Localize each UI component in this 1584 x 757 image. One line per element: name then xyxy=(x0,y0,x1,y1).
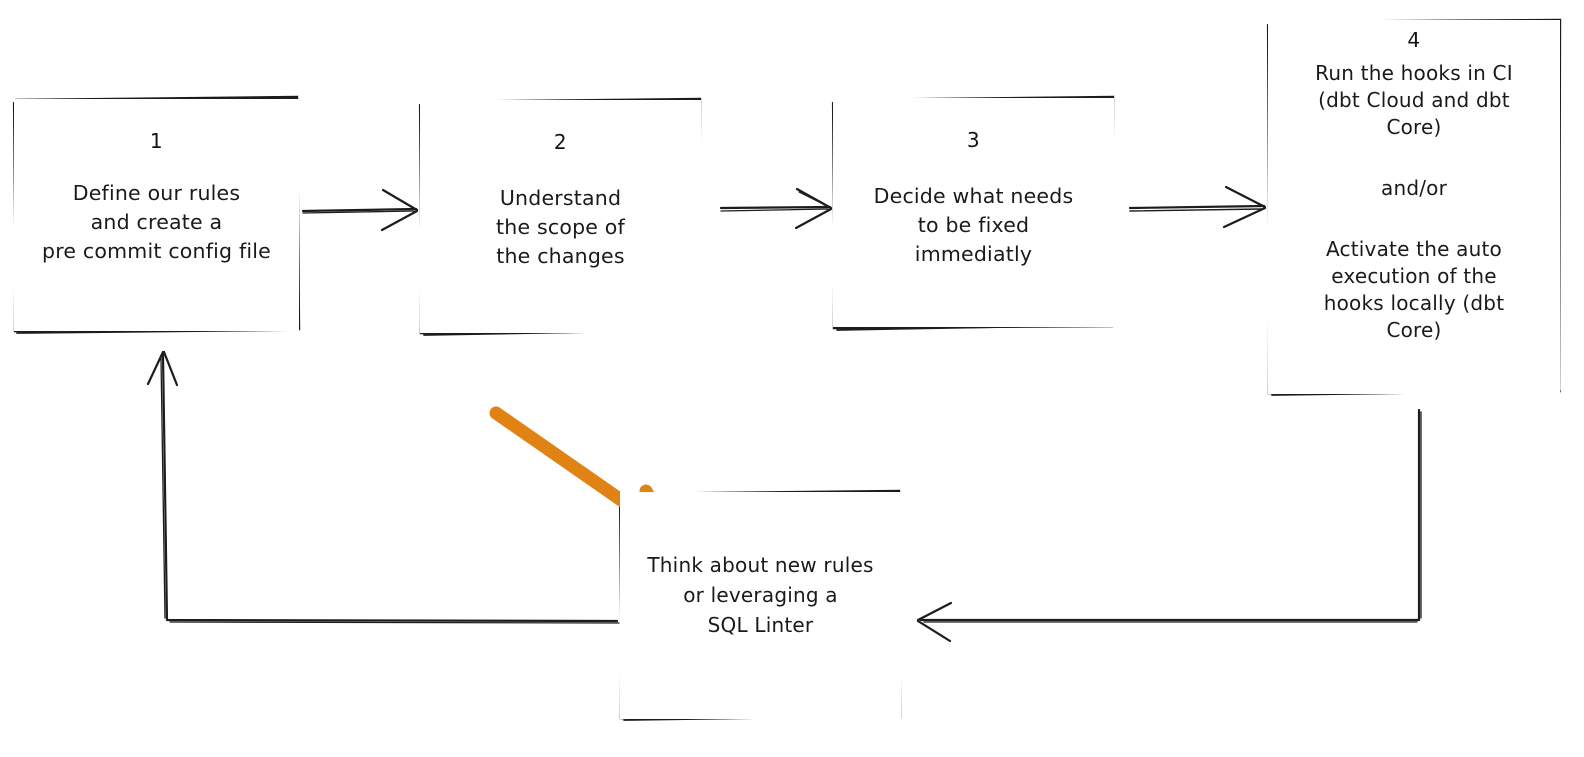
process-node-run-hooks[interactable]: 4 Run the hooks in CI (dbt Cloud and dbt… xyxy=(1268,20,1560,394)
node-3-text: Decide what needs to be fixed immediatly xyxy=(873,184,1074,266)
node-4-text-part-1: Run the hooks in CI (dbt Cloud and dbt C… xyxy=(1315,61,1513,139)
arrow-5-to-1 xyxy=(146,350,620,624)
arrow-4-to-5 xyxy=(916,408,1422,643)
process-node-new-rules-sql-linter[interactable]: Think about new rules or leveraging a SQ… xyxy=(620,492,901,719)
node-5-text: Think about new rules or leveraging a SQ… xyxy=(647,553,874,637)
node-2-text: Understand the scope of the changes xyxy=(496,186,625,268)
process-node-understand-scope[interactable]: 2 Understand the scope of the changes xyxy=(420,100,701,333)
arrow-3-to-4 xyxy=(1128,185,1267,229)
arrow-1-to-2 xyxy=(301,188,419,232)
process-node-decide-fixes[interactable]: 3 Decide what needs to be fixed immediat… xyxy=(833,98,1114,327)
node-1-text: Define our rules and create a pre commit… xyxy=(42,181,271,263)
node-1-number: 1 xyxy=(149,129,164,153)
node-3-number: 3 xyxy=(966,128,981,152)
node-4-number: 4 xyxy=(1407,28,1421,52)
node-4-text-part-2: Activate the auto execution of the hooks… xyxy=(1323,237,1505,342)
process-node-define-rules[interactable]: 1 Define our rules and create a pre comm… xyxy=(14,99,299,331)
arrow-2-to-3 xyxy=(719,187,833,230)
node-4-text-connector: and/or xyxy=(1380,176,1448,200)
node-2-number: 2 xyxy=(553,130,568,154)
